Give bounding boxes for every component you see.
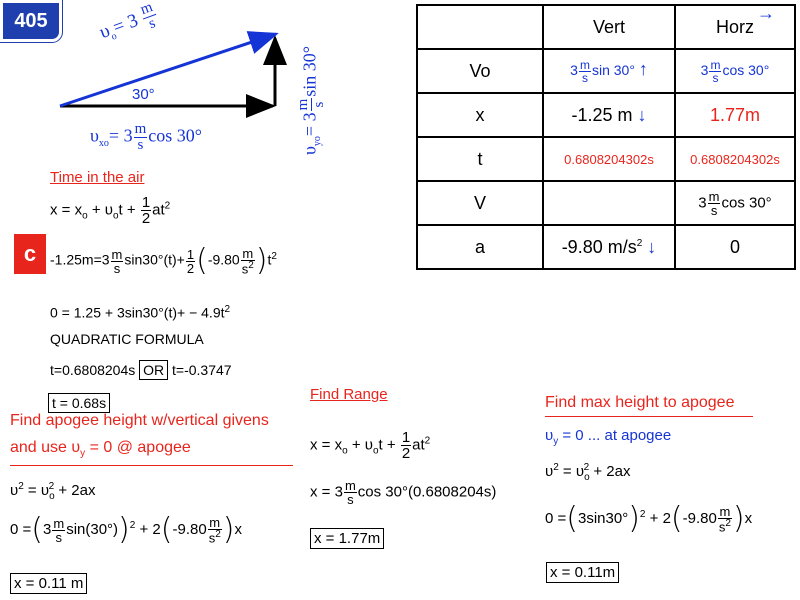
row-label-v: V [416, 180, 544, 226]
column-header-vert: Vert [542, 4, 676, 50]
row-label-x: x [416, 92, 544, 138]
x-vert-cell: -1.25 m ↓ [542, 92, 676, 138]
resultant-velocity-arrow [59, 31, 279, 108]
part-c-label: c [14, 234, 46, 274]
angle-label: 30° [132, 86, 155, 103]
down-arrow-icon: ↓ [647, 236, 657, 257]
t-horz-cell: 0.6808204302s [674, 136, 796, 182]
table-header-row: Vert Horz [416, 4, 796, 50]
range-title: Find Range [310, 386, 388, 403]
slide-number-badge: 405 [0, 0, 63, 43]
table-row: t 0.6808204302s 0.6808204302s [416, 136, 796, 182]
row-label-t: t [416, 136, 544, 182]
row-label-vo: Vo [416, 48, 544, 94]
max-height-title-underline [545, 416, 753, 417]
table-row: x -1.25 m ↓ 1.77m [416, 92, 796, 138]
simplified-equation: 0 = 1.25 + 3sin30°(t)+ − 4.9t2 [50, 304, 231, 321]
row-label-a: a [416, 224, 544, 270]
apogee-title-line1: Find apogee height w/vertical givens [10, 412, 269, 429]
table-corner-cell [416, 4, 544, 50]
down-arrow-icon: ↓ [637, 104, 647, 125]
velocity-squared-equation: υ2 = υo2 + 2ax [10, 481, 96, 502]
a-vert-cell: -9.80 m/s2 ↓ [542, 224, 676, 270]
v-vert-cell [542, 180, 676, 226]
apogee-result-box: x = 0.11 m [10, 573, 88, 594]
apogee-title-line2: and use υy = 0 @ apogee [10, 439, 191, 460]
or-box: OR [139, 360, 169, 380]
column-header-horz: Horz [674, 4, 796, 50]
t-vert-cell: 0.6808204302s [542, 136, 676, 182]
time-section-title: Time in the air [50, 169, 145, 186]
max-height-title: Find max height to apogee [545, 394, 735, 411]
up-arrow-icon: ↑ [638, 58, 648, 79]
apogee-title-underline [10, 465, 293, 466]
a-horz-cell: 0 [674, 224, 796, 270]
quadratic-formula-label: QUADRATIC FORMULA [50, 331, 204, 347]
right-arrow-icon: → [757, 3, 775, 23]
time-solutions: t=0.6808204s OR t=-0.3747 [50, 360, 232, 380]
apogee-condition: υy = 0 ... at apogee [545, 427, 672, 447]
max-height-result-box: x = 0.11m [546, 562, 620, 583]
table-row: a -9.80 m/s2 ↓ 0 [416, 224, 796, 270]
time-result-box: t = 0.68s [48, 393, 111, 413]
max-height-velocity-equation: υ2 = υo2 + 2ax [545, 462, 631, 483]
x-horz-cell: 1.77m [674, 92, 796, 138]
range-result-box: x = 1.77m [310, 528, 385, 549]
velocity-vector-diagram [59, 31, 287, 118]
